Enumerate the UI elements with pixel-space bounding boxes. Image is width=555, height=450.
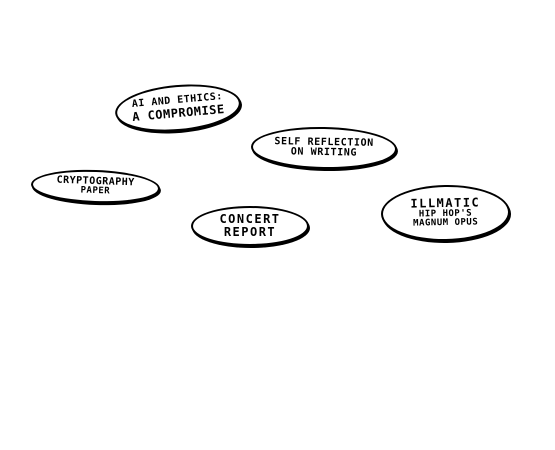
bubble-self-reflection[interactable]: SELF REFLECTION ON WRITING: [250, 125, 398, 171]
bubble-label-line-3: MAGNUM OPUS: [413, 217, 479, 229]
bubble-ai-and-ethics[interactable]: AI AND ETHICS: A COMPROMISE: [113, 79, 243, 137]
bubble-label-line-1: CONCERT: [219, 212, 281, 227]
bubble-concert-report[interactable]: CONCERT REPORT: [191, 206, 309, 246]
bubble-label-line-2: REPORT: [223, 225, 277, 239]
bubble-illmatic[interactable]: ILLMATIC HIP HOP'S MAGNUM OPUS: [380, 183, 511, 243]
bubble-label-line-2: PAPER: [80, 185, 111, 197]
bubble-label-line-2: ON WRITING: [290, 146, 358, 159]
bubble-cryptography[interactable]: CRYPTOGRAPHY PAPER: [30, 167, 161, 206]
